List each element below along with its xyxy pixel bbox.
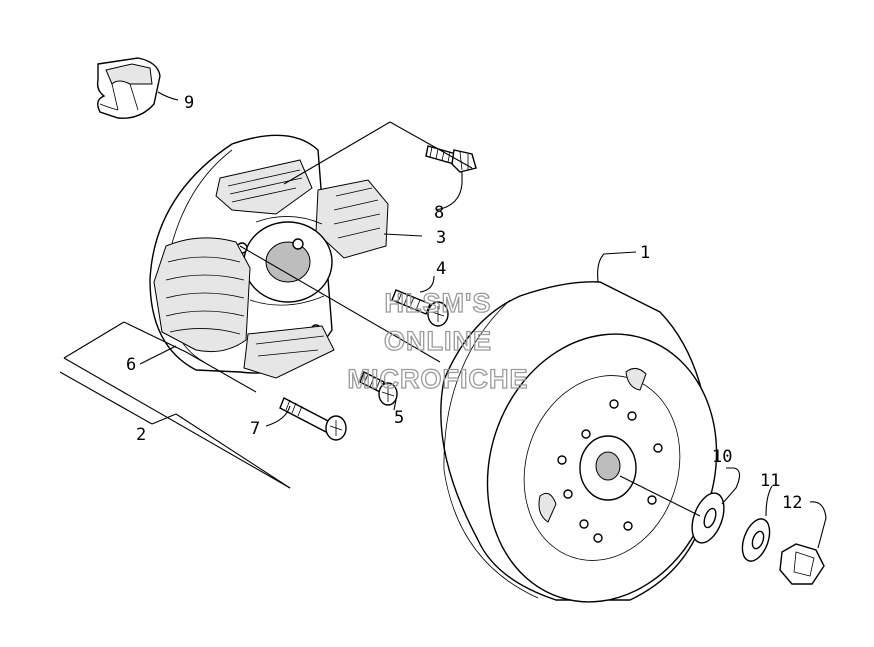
part-8-bolt[interactable] [425,145,477,173]
watermark-line-1: HLSM'S [385,288,492,318]
callout-6: 6 [126,355,136,375]
watermark-line-3: MICROFICHE [348,364,529,394]
callout-4: 4 [436,259,446,279]
part-5-screw[interactable] [359,371,398,406]
part-11-lock-washer[interactable] [737,515,775,565]
callout-8: 8 [434,203,444,223]
callout-9: 9 [184,93,194,113]
callout-7: 7 [250,419,260,439]
callout-2: 2 [136,425,146,445]
part-9-cap[interactable] [96,57,161,119]
callout-3: 3 [436,228,446,248]
watermark-line-2: ONLINE [384,326,492,356]
leader-lines [59,91,827,549]
callout-labels: 1 2 3 4 5 6 7 8 9 10 11 12 [126,93,802,513]
part-4-screw[interactable] [391,289,449,327]
part-2-stator-assembly[interactable] [149,134,389,379]
callout-1: 1 [640,243,650,263]
watermark: HLSM'S ONLINE MICROFICHE [347,287,529,394]
callout-12: 12 [782,493,802,513]
callout-10: 10 [712,447,732,467]
part-7-screw[interactable] [279,397,347,441]
part-10-washer[interactable] [686,489,730,547]
callout-11: 11 [760,471,780,491]
part-1-flywheel[interactable] [440,281,751,632]
part-12-nut[interactable] [779,543,825,585]
callout-5: 5 [394,408,404,428]
